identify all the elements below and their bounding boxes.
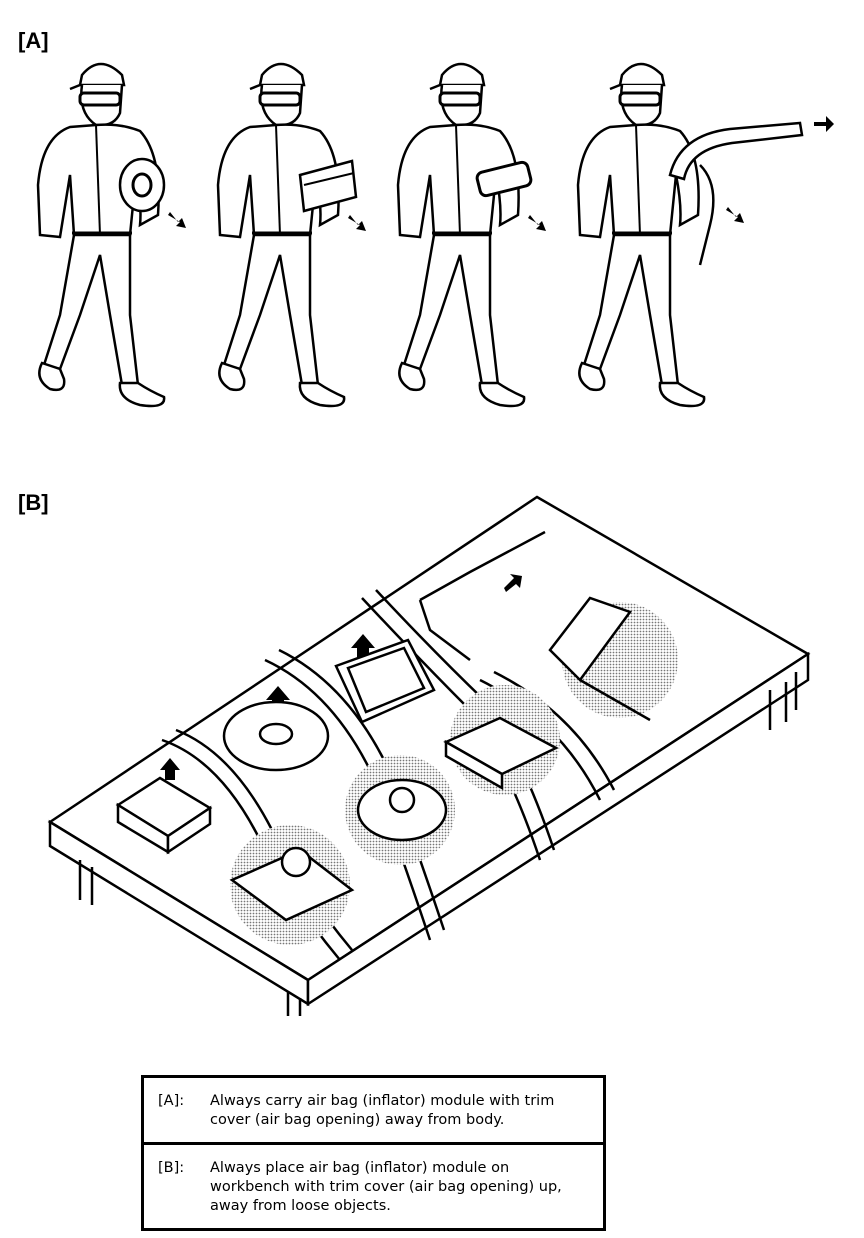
- legend-row-a: [A]: Always carry air bag (inflator) mod…: [144, 1078, 603, 1142]
- module-knee: [548, 596, 651, 722]
- legend-text: Always carry air bag (inflator) module w…: [210, 1093, 555, 1128]
- module-inflator-1: [229, 846, 355, 922]
- legend-key: [A]:: [158, 1093, 185, 1109]
- module-passenger-cover: [334, 638, 436, 724]
- legend-table: [A]: Always carry air bag (inflator) mod…: [141, 1075, 606, 1231]
- section-label-a: [A]: [18, 28, 49, 53]
- legend-row-b: [B]: Always place air bag (inflator) mod…: [144, 1142, 603, 1228]
- module-inflator-2: [356, 778, 448, 842]
- legend-text: Always place air bag (inflator) module o…: [210, 1160, 562, 1214]
- section-label-b: [B]: [18, 490, 49, 515]
- technician-4: [576, 62, 804, 408]
- module-curtain-rail: [418, 530, 546, 661]
- module-steering-wheel: [222, 700, 330, 772]
- technician-1: [36, 62, 166, 408]
- direction-arrow-icon: [168, 116, 834, 231]
- technician-2: [216, 62, 358, 408]
- technician-3: [396, 62, 533, 408]
- module-side-curtain: [115, 776, 213, 855]
- module-inflator-3: [443, 716, 559, 791]
- legend-key: [B]:: [158, 1160, 185, 1176]
